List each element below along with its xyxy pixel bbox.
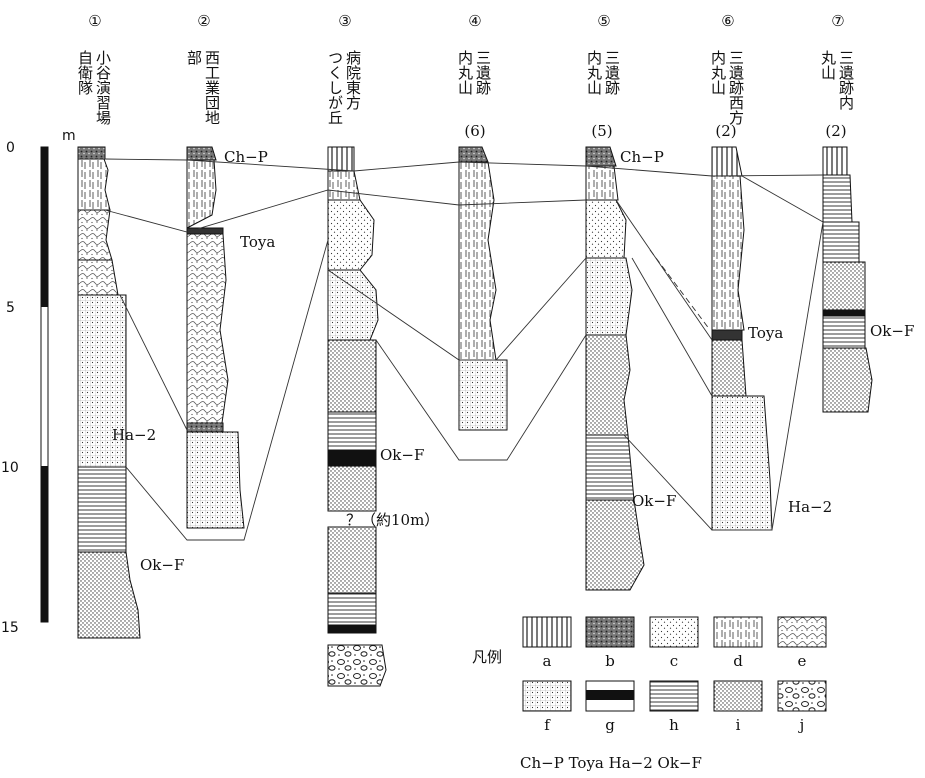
column-2-name-line2: 部 [185,50,203,65]
unknown-thickness-note: ？（約10m） [346,511,439,529]
column-7-name-line2: 丸山 [819,50,837,80]
scale-tick-5: 5 [6,300,15,316]
column-2-section [187,147,244,528]
legend-key-d: d [733,652,743,670]
column-1-section [78,147,140,638]
legend-key-i: i [736,716,741,734]
label-toya-1: Toya [240,233,275,251]
column-2-number: ② [197,12,210,30]
column-5-section [586,147,644,590]
column-1-number: ① [88,12,101,30]
legend-title: 凡例 [472,648,502,666]
column-5-name-line1: 三遺跡 [603,50,621,96]
column-4-sub: (6) [464,122,485,140]
column-4-number: ④ [468,12,481,30]
column-4-name-line1: 三遺跡 [474,50,492,96]
column-4-section [459,147,507,430]
label-chp-1: Ch−P [224,148,268,166]
column-5-sub: (5) [591,122,612,140]
column-7-sub: (2) [825,122,846,140]
label-okf-2: Ok−F [870,322,914,340]
column-6-number: ⑥ [721,12,734,30]
legend-footer: Ch−P Toya Ha−2 Ok−F [520,754,702,772]
column-3-section [328,147,386,686]
column-headers: ① 小谷演習場 自衛隊 ② 西工業団地 部 ③ 病院東方 つくしが丘 ④ 三遺跡… [76,12,855,140]
depth-scale: m 0 5 10 15 [1,128,76,636]
label-ha2-2: Ha−2 [788,498,832,516]
column-4-name-line2: 内丸山 [456,50,474,95]
column-6-name-line1: 三遺跡西方 [727,50,745,126]
label-chp-2: Ch−P [620,148,664,166]
scale-tick-0: 0 [6,140,15,156]
column-6-sub: (2) [715,122,736,140]
column-6-name-line2: 内丸山 [709,50,727,95]
legend: 凡例 a b c d e f g h i j Ch−P Toya Ha−2 Ok… [472,617,826,772]
scale-unit: m [62,128,76,144]
column-3-number: ③ [338,12,351,30]
column-3-name-line2: つくしが丘 [326,50,344,125]
column-2-name-line1: 西工業団地 [203,50,221,125]
legend-key-j: j [798,716,805,734]
label-ha2-1: Ha−2 [112,426,156,444]
label-okf-4: Ok−F [140,556,184,574]
column-1-name-line1: 小谷演習場 [94,50,112,125]
column-7-section [823,147,872,412]
column-7-name-line1: 三遺跡内 [837,50,855,111]
label-okf-3: Ok−F [632,492,676,510]
column-1-name-line2: 自衛隊 [76,50,94,96]
label-toya-2: Toya [748,324,783,342]
column-5-name-line2: 内丸山 [585,50,603,95]
legend-key-a: a [543,652,552,670]
scale-tick-10: 10 [1,460,19,476]
legend-key-e: e [798,652,807,670]
scale-tick-15: 15 [1,620,19,636]
legend-key-b: b [605,652,615,670]
legend-key-f: f [544,716,551,734]
column-7-number: ⑦ [831,12,844,30]
legend-key-h: h [669,716,679,734]
legend-key-c: c [670,652,678,670]
column-5-number: ⑤ [597,12,610,30]
legend-key-g: g [605,716,615,734]
column-3-name-line1: 病院東方 [344,50,362,111]
label-okf-1: Ok−F [380,446,424,464]
